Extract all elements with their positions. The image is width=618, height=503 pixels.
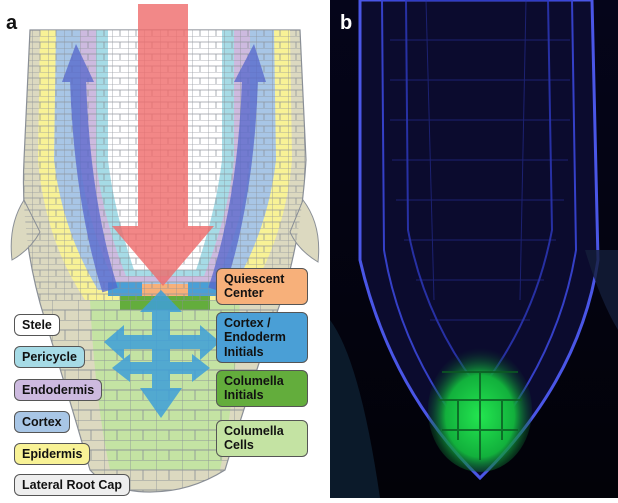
- label-pericycle: Pericycle: [14, 346, 85, 368]
- panel-label-a: a: [6, 12, 17, 35]
- label-endodermis: Endodermis: [14, 379, 102, 401]
- label-epidermis: Epidermis: [14, 443, 90, 465]
- label-stele: Stele: [14, 314, 60, 336]
- label-quiescent-center: Quiescent Center: [216, 268, 308, 305]
- label-columella-cells: Columella Cells: [216, 420, 308, 457]
- micrograph-svg: [330, 0, 618, 498]
- label-cortex: Cortex: [14, 411, 70, 433]
- label-columella-initials: Columella Initials: [216, 370, 308, 407]
- label-lateral-root-cap: Lateral Root Cap: [14, 474, 130, 496]
- fluorescence-micrograph: [330, 0, 618, 498]
- label-cortex-endoderm-initials: Cortex / Endoderm Initials: [216, 312, 308, 363]
- panel-label-b: b: [340, 12, 352, 35]
